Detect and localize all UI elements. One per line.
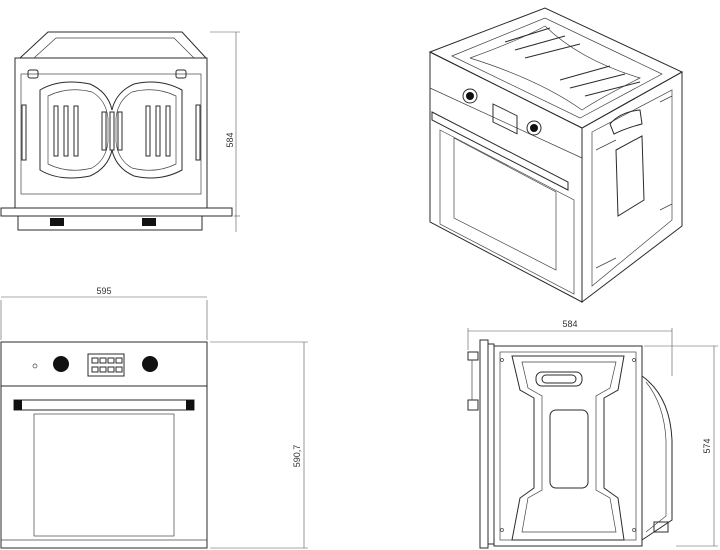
top-view-height-label: 584 [225,132,235,147]
front-view: 595 590,7 [0,286,308,549]
front-view-width-label: 595 [96,286,111,296]
side-view-height-label: 574 [702,438,712,453]
side-view-width-label: 584 [562,319,577,329]
isometric-view [428,7,684,304]
top-view: 584 [0,31,240,232]
side-view: 584 574 [467,319,718,549]
front-view-height-label: 590,7 [292,445,302,468]
